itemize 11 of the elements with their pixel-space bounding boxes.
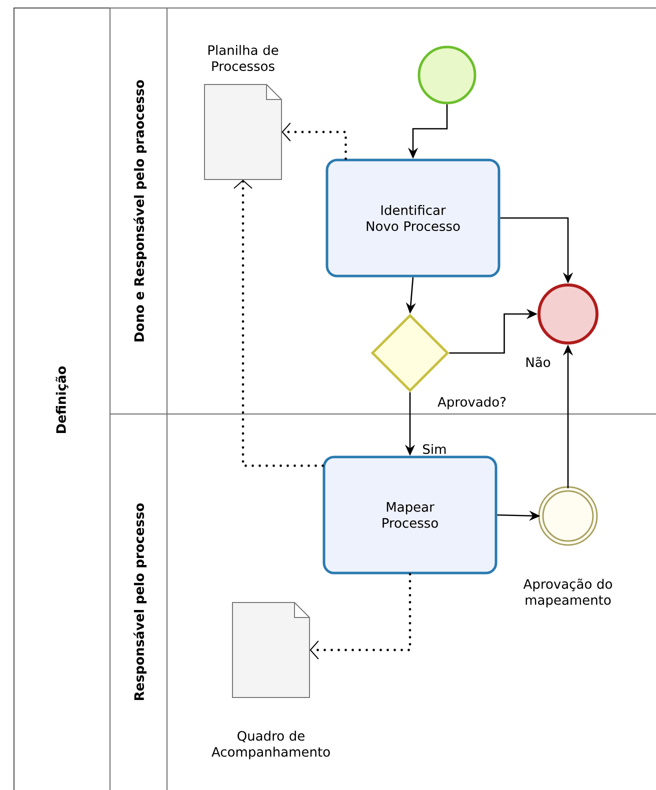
edge-label: Sim	[421, 442, 448, 456]
start-event-circle	[418, 46, 476, 104]
task-box: Mapear Processo	[322, 456, 498, 574]
arrow	[282, 122, 347, 160]
arrow	[234, 180, 324, 467]
node-label: Aprovação do mapeamento	[523, 578, 612, 608]
edge-label: Não	[524, 356, 552, 368]
arrow	[310, 573, 412, 660]
end-event-circle	[538, 284, 598, 344]
task-box: Identificar Novo Processo	[326, 158, 500, 278]
node-label: Aprovado?	[438, 396, 506, 410]
